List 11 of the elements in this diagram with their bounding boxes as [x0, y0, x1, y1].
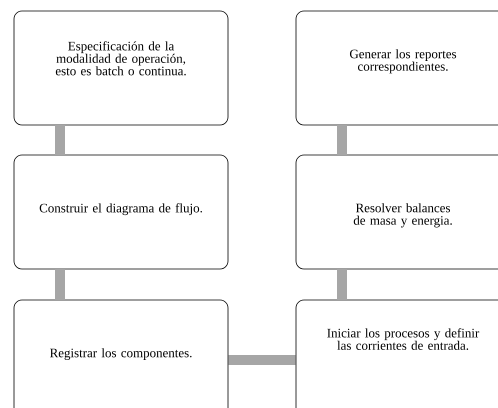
process-box: Iniciar los procesos y definir las corrientes de entrada. — [296, 300, 498, 408]
connector-bar — [337, 125, 347, 155]
process-box: Especificación de la modalidad de operación, esto es batch o continua. — [14, 10, 228, 126]
connector-bar — [55, 125, 65, 155]
process-box: Resolver balances de masa y energia. — [296, 154, 498, 270]
connector-bar — [55, 269, 65, 300]
process-box: Registrar los componentes. — [14, 300, 228, 408]
connector-bar — [337, 269, 347, 300]
process-box: Construir el diagrama de flujo. — [14, 154, 228, 270]
process-box: Generar los reportes correspondientes. — [296, 10, 498, 126]
connector-bar — [228, 355, 296, 365]
